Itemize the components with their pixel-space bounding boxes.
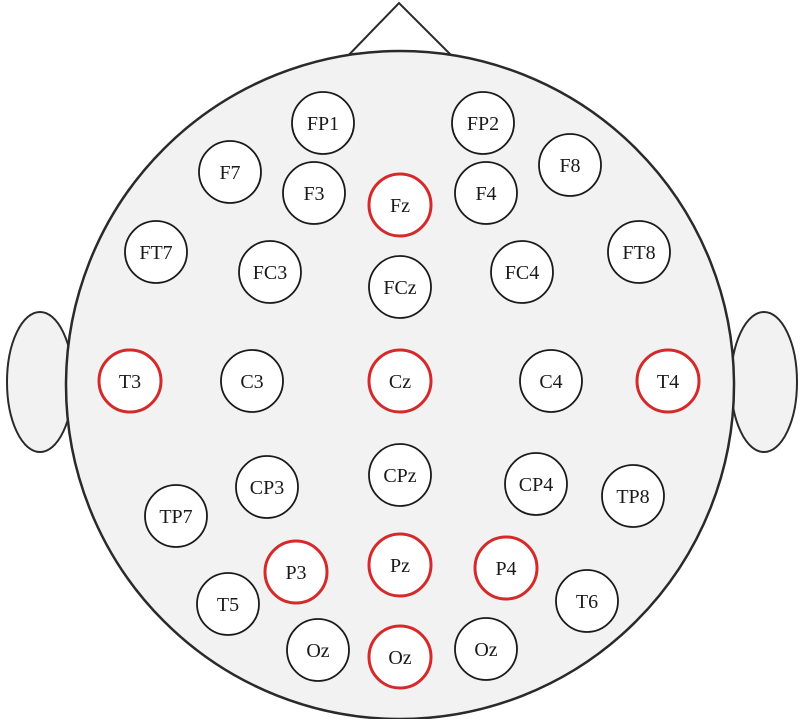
electrode-f7-2: F7 xyxy=(198,140,262,204)
electrode-label: CPz xyxy=(383,465,416,487)
electrode-label: T6 xyxy=(576,591,598,613)
electrode-ring xyxy=(454,617,518,681)
electrode-t5-25: T5 xyxy=(196,572,260,636)
electrode-p4-24: P4 xyxy=(473,535,539,601)
electrode-label: F8 xyxy=(559,155,580,177)
electrode-label: Fz xyxy=(390,195,410,217)
electrode-ring xyxy=(519,349,583,413)
electrode-label: Oz xyxy=(306,640,329,662)
electrode-label: FC3 xyxy=(253,262,287,284)
electrode-ring xyxy=(263,539,329,605)
electrode-oz-29: Oz xyxy=(454,617,518,681)
electrode-tp8-21: TP8 xyxy=(601,464,665,528)
electrode-tp7-20: TP7 xyxy=(144,484,208,548)
electrode-ring xyxy=(490,240,554,304)
electrode-fcz-9: FCz xyxy=(368,255,432,319)
electrode-ring xyxy=(367,624,433,690)
electrode-ring xyxy=(635,348,701,414)
electrode-t6-26: T6 xyxy=(555,569,619,633)
electrode-c3-13: C3 xyxy=(220,349,284,413)
electrode-label: TP7 xyxy=(159,506,192,528)
electrode-label: FCz xyxy=(383,277,416,299)
electrode-ring xyxy=(282,161,346,225)
electrode-ring xyxy=(504,452,568,516)
electrode-ring xyxy=(451,91,515,155)
electrode-ring xyxy=(454,161,518,225)
electrode-f3-3: F3 xyxy=(282,161,346,225)
electrode-ring xyxy=(367,532,433,598)
electrode-label: Cz xyxy=(389,371,411,393)
electrode-label: Oz xyxy=(388,647,411,669)
electrode-ring xyxy=(235,455,299,519)
electrode-ring xyxy=(144,484,208,548)
electrode-label: P3 xyxy=(285,562,306,584)
electrode-ring xyxy=(368,255,432,319)
electrode-ft7-7: FT7 xyxy=(124,220,188,284)
electrode-fp1-0: FP1 xyxy=(291,91,355,155)
electrode-t4-16: T4 xyxy=(635,348,701,414)
electrode-label: T5 xyxy=(217,594,239,616)
electrode-f8-6: F8 xyxy=(538,133,602,197)
electrode-cpz-18: CPz xyxy=(368,443,432,507)
electrode-fc4-10: FC4 xyxy=(490,240,554,304)
electrode-ring xyxy=(367,172,433,238)
electrode-oz-28: Oz xyxy=(367,624,433,690)
electrode-label: T4 xyxy=(657,371,679,393)
electrode-ring xyxy=(538,133,602,197)
electrode-ring xyxy=(286,618,350,682)
electrode-cp3-17: CP3 xyxy=(235,455,299,519)
electrode-label: FT8 xyxy=(622,242,655,264)
electrode-ring xyxy=(198,140,262,204)
electrode-ring xyxy=(97,348,163,414)
electrode-oz-27: Oz xyxy=(286,618,350,682)
electrode-ring xyxy=(196,572,260,636)
electrode-label: TP8 xyxy=(616,486,649,508)
electrode-label: F3 xyxy=(303,183,324,205)
electrode-fz-4: Fz xyxy=(367,172,433,238)
electrode-ft8-11: FT8 xyxy=(607,220,671,284)
electrode-fp2-1: FP2 xyxy=(451,91,515,155)
electrode-ring xyxy=(368,443,432,507)
electrode-ring xyxy=(291,91,355,155)
electrode-label: CP4 xyxy=(519,474,553,496)
electrode-ring xyxy=(220,349,284,413)
electrode-ring xyxy=(473,535,539,601)
left-ear xyxy=(6,311,74,453)
electrode-label: P4 xyxy=(495,558,516,580)
electrode-label: Pz xyxy=(390,555,410,577)
electrode-label: FP1 xyxy=(307,113,339,135)
electrode-pz-23: Pz xyxy=(367,532,433,598)
electrode-ring xyxy=(367,348,433,414)
electrode-label: C3 xyxy=(240,371,263,393)
electrode-ring xyxy=(607,220,671,284)
electrode-p3-22: P3 xyxy=(263,539,329,605)
electrode-label: FT7 xyxy=(139,242,172,264)
electrode-ring xyxy=(124,220,188,284)
electrode-ring xyxy=(601,464,665,528)
right-ear xyxy=(730,311,798,453)
electrode-ring xyxy=(555,569,619,633)
electrode-t3-12: T3 xyxy=(97,348,163,414)
electrode-f4-5: F4 xyxy=(454,161,518,225)
electrode-label: C4 xyxy=(539,371,562,393)
electrode-label: FP2 xyxy=(467,113,499,135)
electrode-label: F7 xyxy=(219,162,240,184)
electrode-label: FC4 xyxy=(505,262,539,284)
electrode-c4-15: C4 xyxy=(519,349,583,413)
electrode-fc3-8: FC3 xyxy=(238,240,302,304)
electrode-cp4-19: CP4 xyxy=(504,452,568,516)
electrode-label: T3 xyxy=(119,371,141,393)
electrode-label: CP3 xyxy=(250,477,284,499)
electrode-label: Oz xyxy=(474,639,497,661)
electrode-ring xyxy=(238,240,302,304)
electrode-cz-14: Cz xyxy=(367,348,433,414)
electrode-label: F4 xyxy=(475,183,496,205)
